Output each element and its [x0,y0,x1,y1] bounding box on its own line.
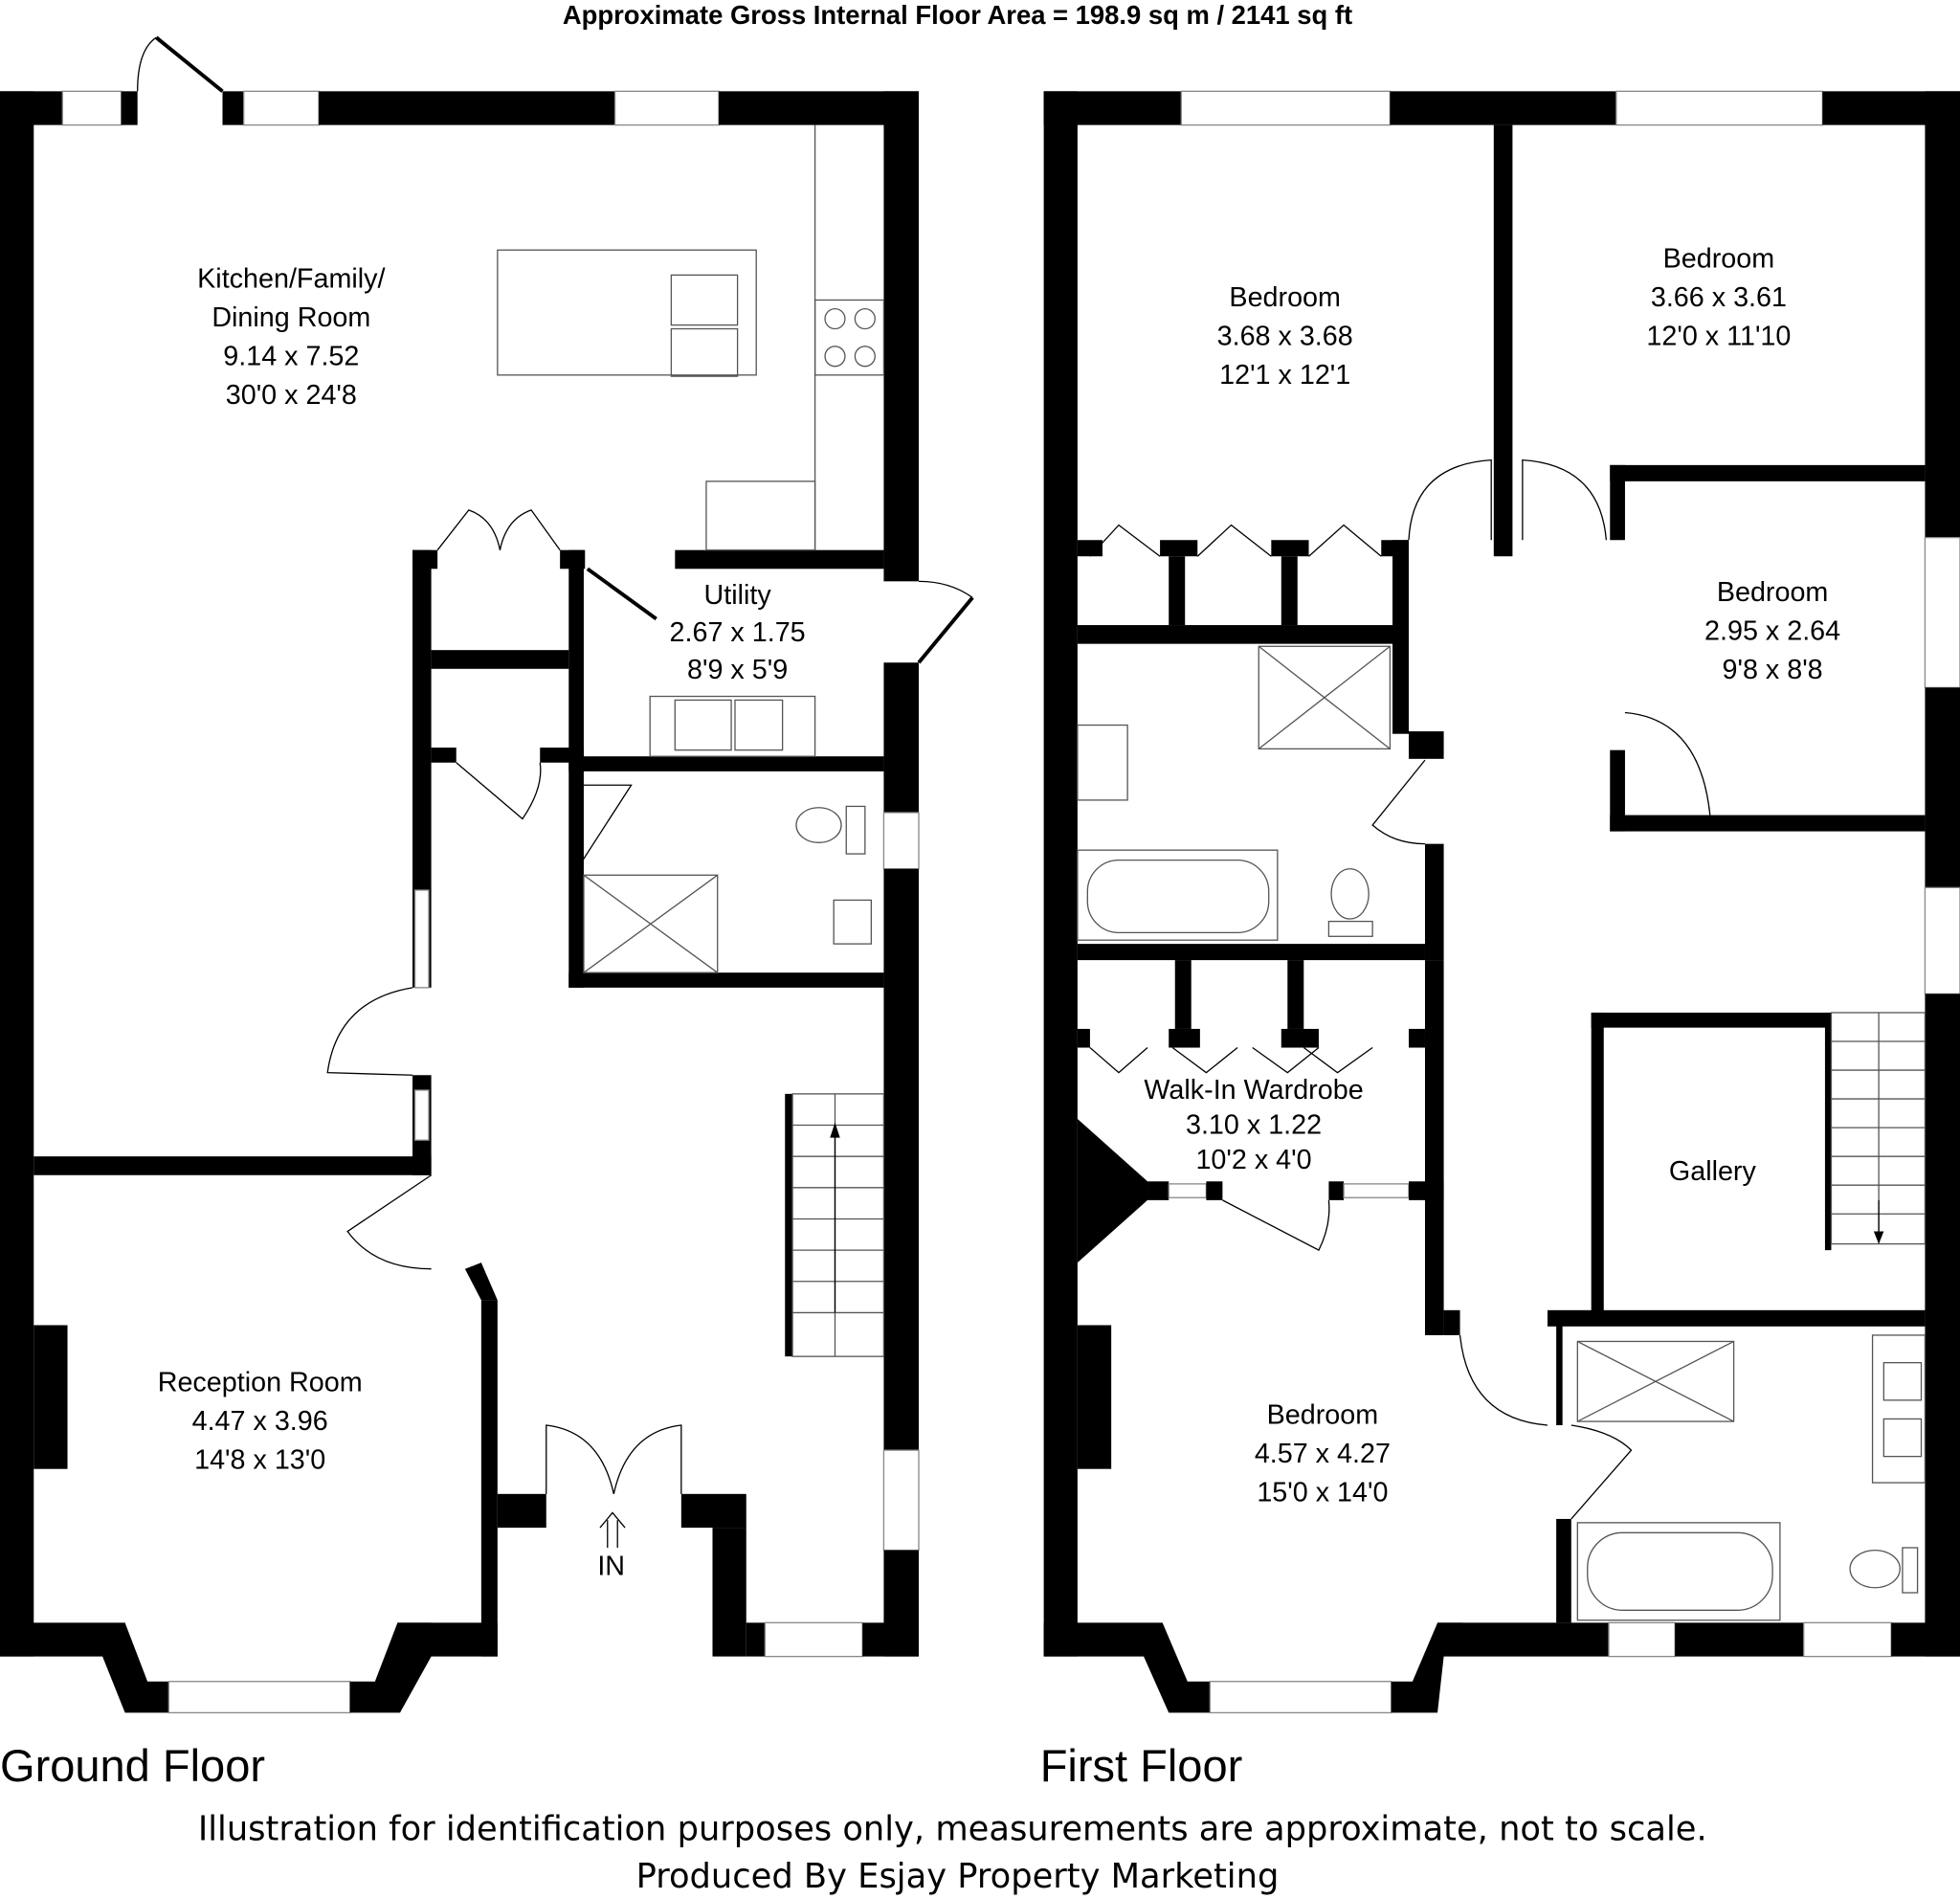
room-name: Utility [704,580,772,611]
room-metric: 2.95 x 2.64 [1704,616,1840,647]
first-floor-label: First Floor [1040,1740,1243,1791]
kitchen-fixtures [497,124,885,757]
en-suite-fixtures [1576,1334,1927,1621]
room-label-walk-in-wardrobe: Walk-In Wardrobe 3.10 x 1.22 10'2 x 4'0 [1144,1075,1363,1175]
ground-floor-label: Ground Floor [0,1740,265,1791]
ground-outer-walls [0,90,920,1714]
room-name: Bedroom [1663,244,1775,275]
room-label-bedroom-2: Bedroom 3.66 x 3.61 12'0 x 11'10 [1646,244,1791,352]
floor-area-title: Approximate Gross Internal Floor Area = … [563,0,1352,30]
room-label-kitchen: Kitchen/Family/ Dining Room 9.14 x 7.52 … [197,263,385,410]
producer-credit: Produced By Esjay Property Marketing [636,1857,1280,1896]
first-outer-walls [1043,90,1960,1714]
room-metric: 4.47 x 3.96 [192,1406,328,1437]
first-staircase [1830,1012,1927,1245]
disclaimer-text: Illustration for identification purposes… [198,1810,1707,1849]
room-name: Reception Room [158,1368,363,1398]
room-label-bedroom-4: Bedroom 4.57 x 4.27 15'0 x 14'0 [1255,1400,1391,1508]
room-label-bedroom-1: Bedroom 3.68 x 3.68 12'1 x 12'1 [1217,282,1353,391]
ground-shower-room-fixtures [583,805,873,973]
room-label-reception: Reception Room 4.47 x 3.96 14'8 x 13'0 [158,1368,363,1476]
room-label-bedroom-3: Bedroom 2.95 x 2.64 9'8 x 8'8 [1704,577,1840,685]
room-imperial: 30'0 x 24'8 [226,380,357,411]
entrance-label: IN [597,1552,625,1582]
ground-floor-plan [0,35,974,1714]
bathroom-fixtures [1077,645,1392,941]
room-name: Walk-In Wardrobe [1144,1075,1363,1106]
room-label-gallery: Gallery [1669,1156,1757,1187]
room-imperial: 14'8 x 13'0 [194,1445,325,1476]
entrance-marker: IN [597,1511,626,1582]
room-imperial: 10'2 x 4'0 [1195,1145,1311,1175]
room-name: Bedroom [1717,577,1829,608]
room-name: Dining Room [212,302,370,333]
room-name: Bedroom [1229,282,1341,313]
room-name: Kitchen/Family/ [197,263,385,294]
room-metric: 3.66 x 3.61 [1651,282,1787,313]
room-metric: 3.10 x 1.22 [1186,1110,1322,1141]
room-imperial: 12'1 x 12'1 [1219,360,1350,391]
room-imperial: 8'9 x 5'9 [687,655,788,685]
ground-interior-walls [33,549,884,1357]
room-imperial: 12'0 x 11'10 [1646,321,1791,351]
room-name: Bedroom [1267,1400,1379,1431]
room-metric: 2.67 x 1.75 [670,617,806,648]
ground-staircase [791,1093,885,1357]
room-metric: 3.68 x 3.68 [1217,321,1353,351]
room-imperial: 9'8 x 8'8 [1722,655,1822,685]
room-imperial: 15'0 x 14'0 [1257,1478,1388,1508]
first-interior-walls [1077,124,1926,1623]
room-metric: 4.57 x 4.27 [1255,1439,1391,1469]
room-metric: 9.14 x 7.52 [223,341,359,371]
first-floor-plan [1043,90,1960,1714]
room-name: Gallery [1669,1156,1757,1187]
room-label-utility: Utility 2.67 x 1.75 8'9 x 5'9 [670,580,806,685]
